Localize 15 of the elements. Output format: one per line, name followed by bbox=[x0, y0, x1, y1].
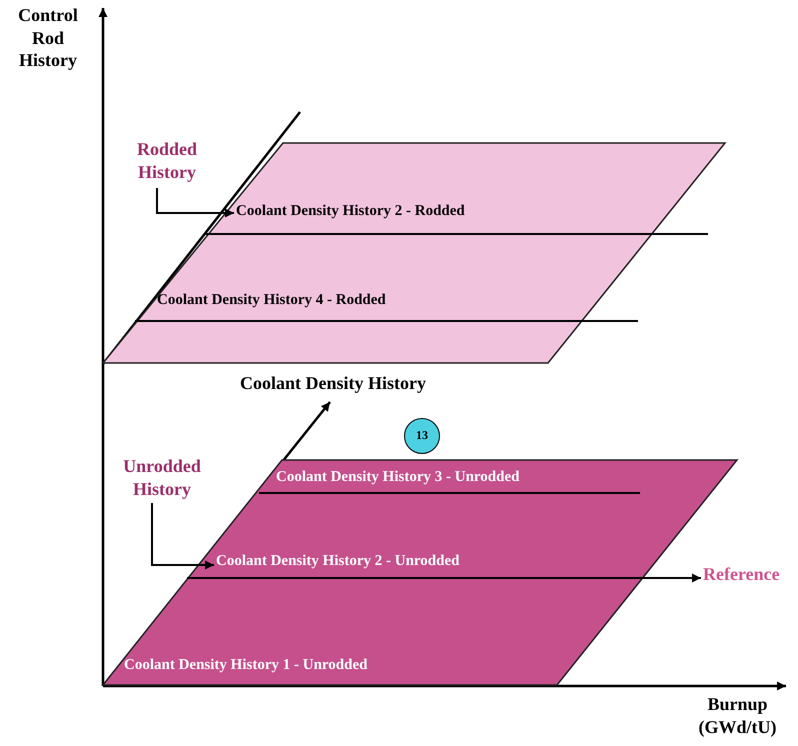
axis-title: Control Rod History bbox=[17, 4, 79, 72]
axis-title: Coolant Density History bbox=[240, 372, 427, 394]
side-label: Rodded History bbox=[112, 138, 222, 188]
axis-title: Burnup (GWd/tU) bbox=[698, 693, 778, 738]
callout-number: 13 bbox=[404, 418, 440, 454]
history-label: Coolant Density History 1 - Unrodded bbox=[124, 656, 444, 678]
history-label: Coolant Density History 2 - Rodded bbox=[236, 202, 536, 224]
side-label: Unrodded History bbox=[106, 455, 218, 503]
history-label: Coolant Density History 3 - Unrodded bbox=[276, 468, 596, 490]
arrow bbox=[151, 503, 214, 570]
reference-label: Reference bbox=[703, 563, 798, 587]
arrow bbox=[526, 574, 701, 582]
history-label: Coolant Density History 4 - Rodded bbox=[157, 291, 457, 313]
history-label: Coolant Density History 2 - Unrodded bbox=[216, 552, 526, 578]
arrow bbox=[156, 188, 234, 218]
